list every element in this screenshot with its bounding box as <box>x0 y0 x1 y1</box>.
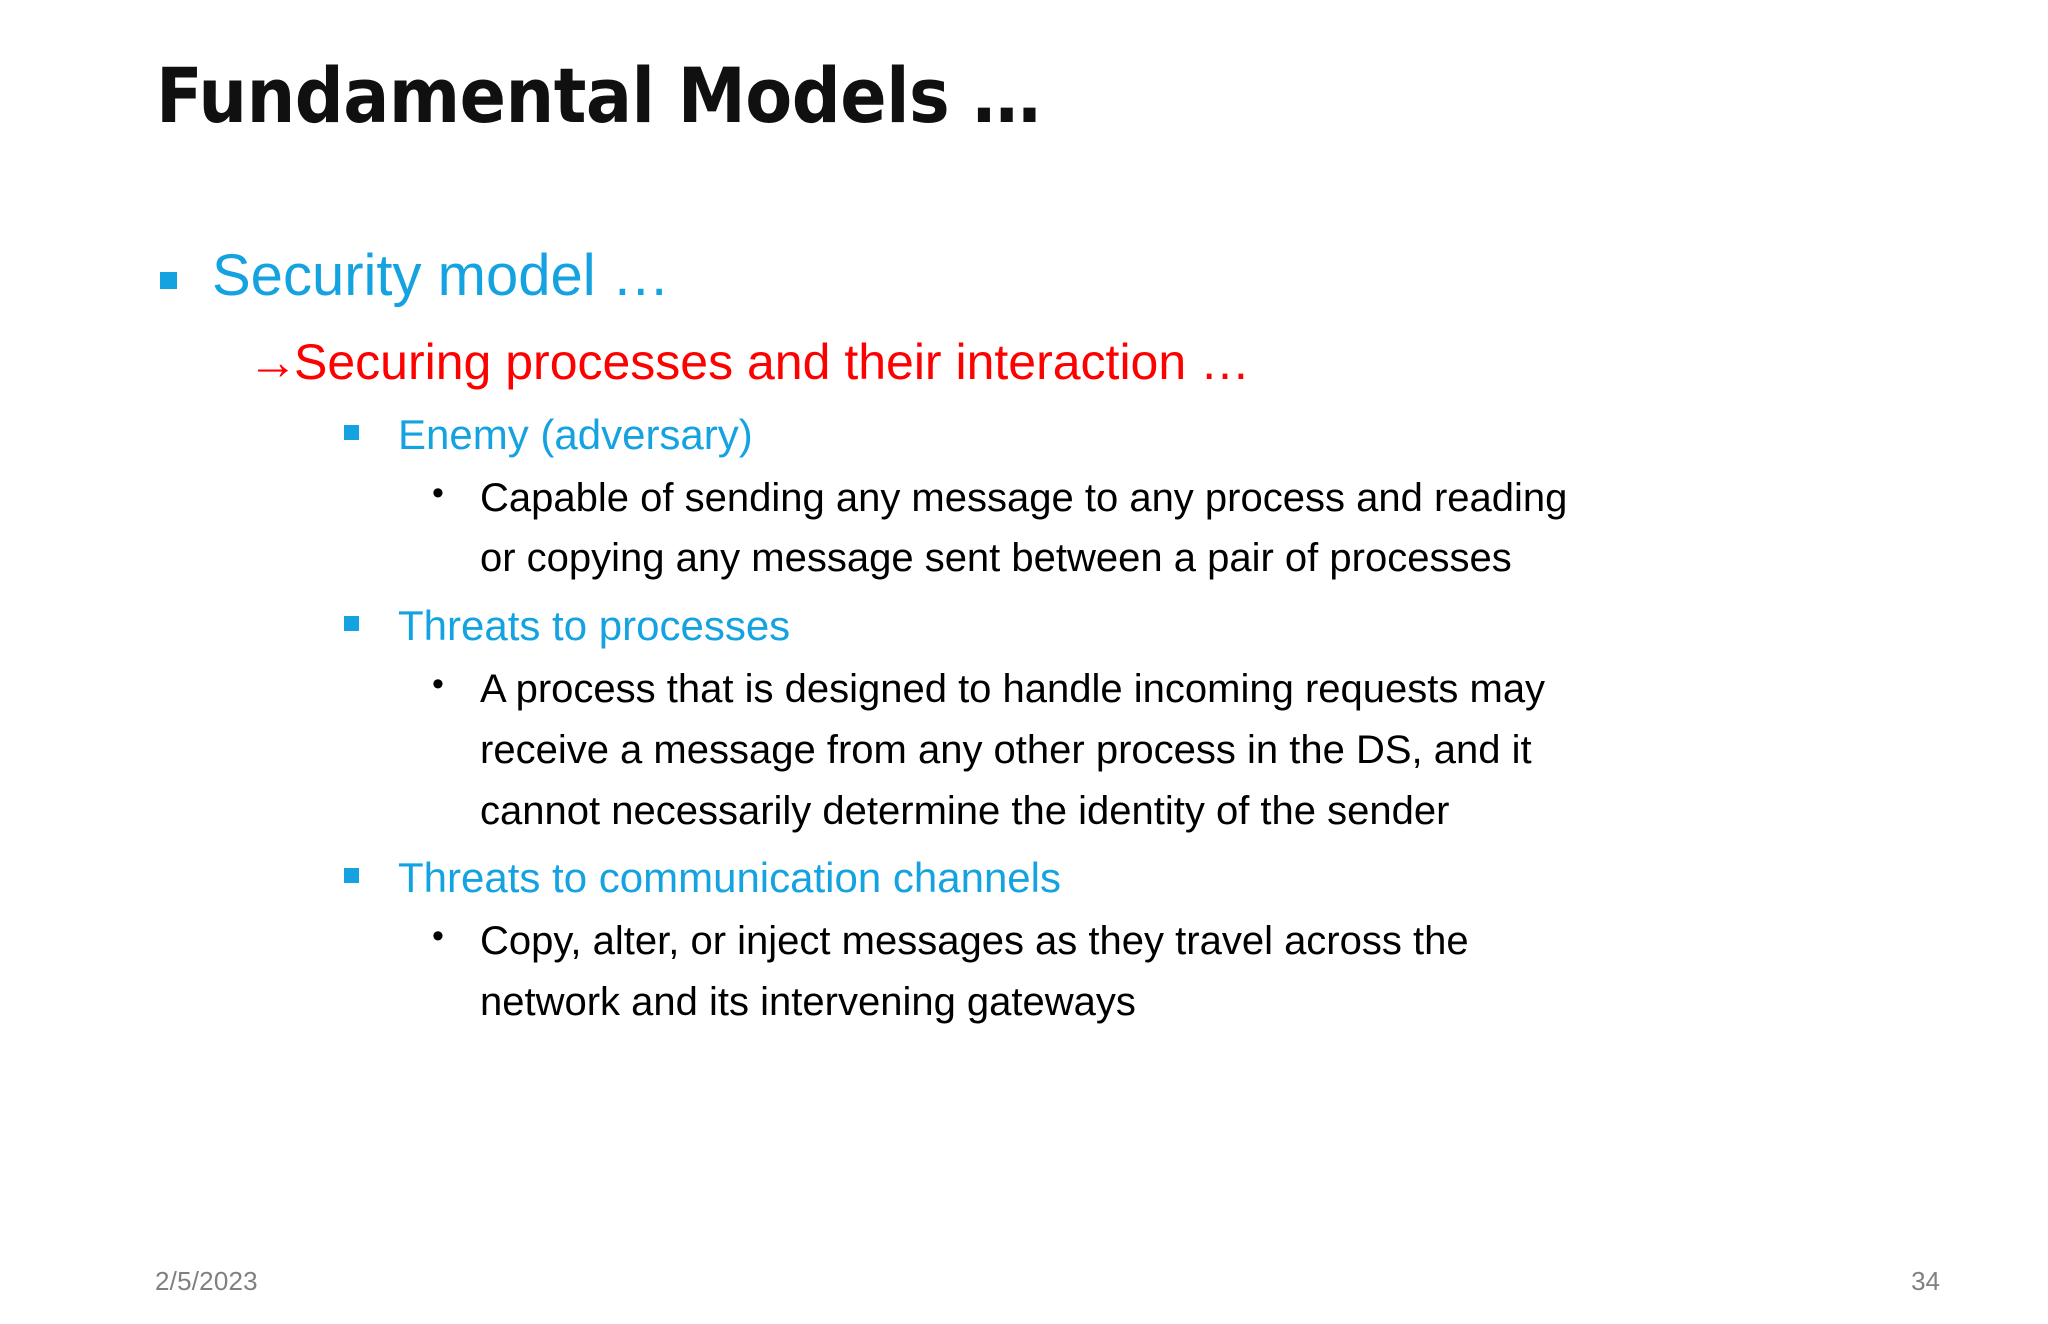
square-bullet-icon <box>344 408 398 445</box>
subheading-threats-to-processes-label: Threats to processes <box>398 602 791 650</box>
bullet-security-model-label: Security model … <box>212 243 670 308</box>
subheading-threats-to-communication-channels-label: Threats to communication channels <box>398 854 1061 902</box>
page-title: Fundamental Models … <box>156 51 1041 140</box>
subheading-enemy-adversary: Enemy (adversary) <box>344 408 2048 462</box>
body-threats-to-communication-channels-text: Copy, alter, or inject messages as they … <box>480 919 1469 1024</box>
bullet-securing-processes: → Securing processes and their interacti… <box>248 331 2048 394</box>
subheading-enemy-adversary-label: Enemy (adversary) <box>398 410 753 458</box>
slide-body: Security model … → Securing processes an… <box>0 238 2048 1041</box>
arrow-right-icon: → <box>248 334 298 391</box>
body-enemy-adversary: • Capable of sending any message to any … <box>432 468 2048 590</box>
square-bullet-icon <box>344 599 398 636</box>
body-threats-to-processes: • A process that is designed to handle i… <box>432 659 2048 841</box>
body-threats-to-communication-channels: • Copy, alter, or inject messages as the… <box>432 911 2048 1033</box>
subheading-threats-to-processes: Threats to processes <box>344 599 2048 653</box>
round-bullet-icon: • <box>432 917 444 956</box>
footer-date: 2/5/2023 <box>155 1266 258 1296</box>
body-threats-to-processes-text: A process that is designed to handle inc… <box>480 666 1546 833</box>
round-bullet-icon: • <box>432 473 444 512</box>
square-bullet-icon <box>344 851 398 888</box>
round-bullet-icon: • <box>432 664 444 703</box>
body-enemy-adversary-text: Capable of sending any message to any pr… <box>480 475 1568 581</box>
square-bullet-icon <box>160 238 212 302</box>
bullet-security-model: Security model … <box>160 238 2048 313</box>
footer-page-number: 34 <box>1911 1266 1940 1296</box>
bullet-securing-processes-label: Securing processes and their interaction… <box>294 334 1251 391</box>
subheading-threats-to-communication-channels: Threats to communication channels <box>344 851 2048 905</box>
